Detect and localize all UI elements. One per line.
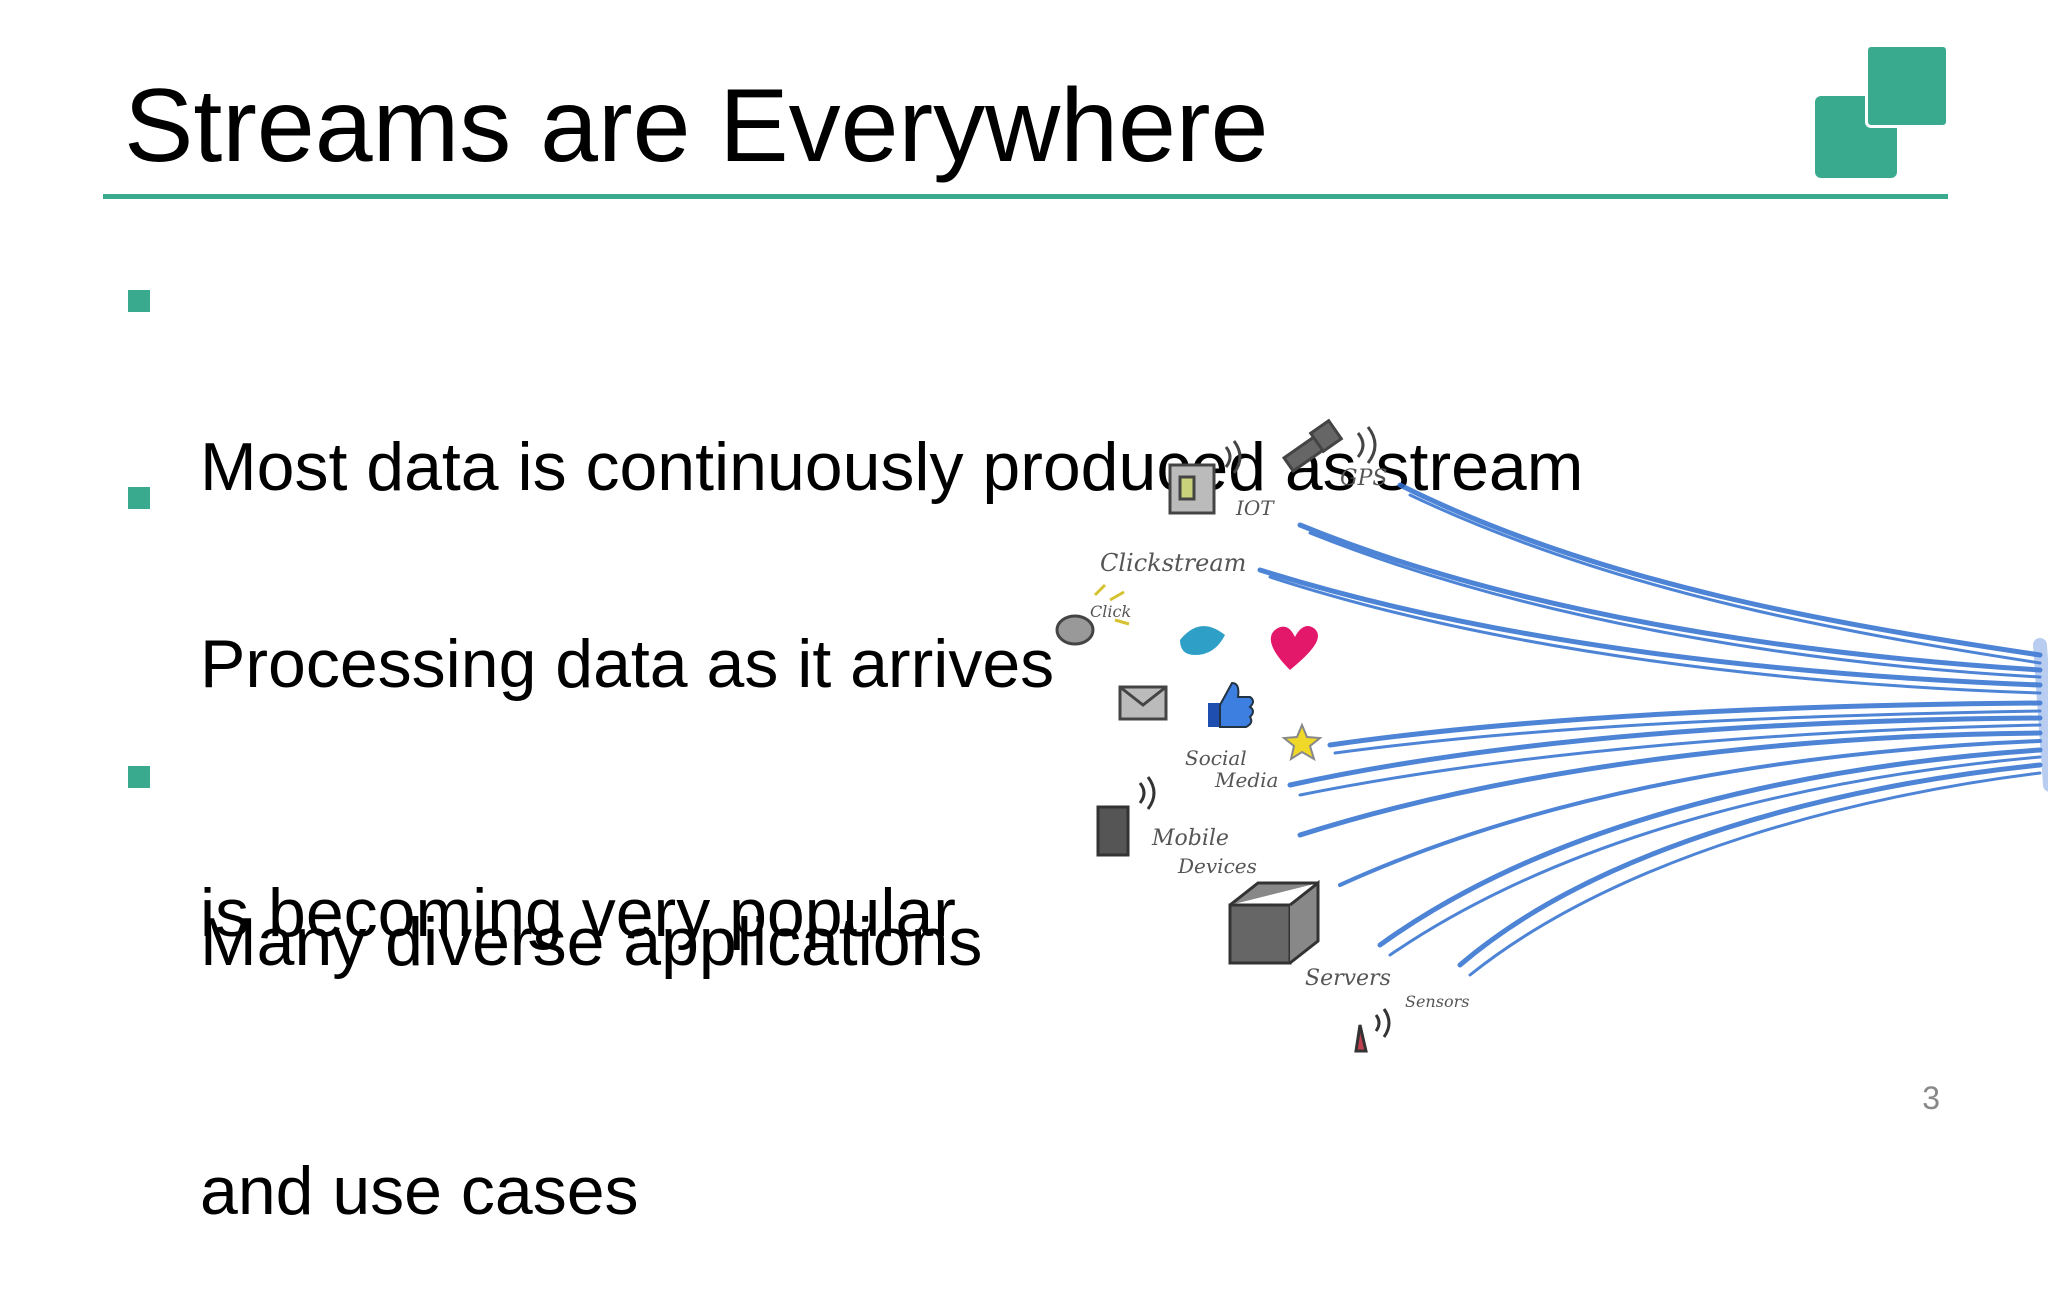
sensor-icon [1354, 1008, 1391, 1053]
bullet-3-line-1: Many diverse applications [200, 904, 983, 980]
envelope-icon [1118, 685, 1168, 721]
bullet-marker [128, 487, 150, 509]
iot-device-icon [1168, 440, 1242, 515]
click-icon [1055, 583, 1130, 646]
click-label: Click [1090, 602, 1131, 621]
twitter-bird-icon [1180, 626, 1225, 655]
logo-square-front [1865, 44, 1949, 128]
streams-illustration: GPS IOT Clickstream Click Social Media M… [1055, 418, 2048, 1053]
bullet-text-3: Many diverse applications and use cases [200, 735, 982, 1316]
clickstream-label: Clickstream [1100, 549, 1246, 577]
sensors-label: Sensors [1405, 992, 1469, 1011]
title-underline [103, 194, 1948, 199]
thumbs-up-icon [1208, 681, 1254, 728]
heart-icon [1270, 626, 1318, 670]
bullet-text-2: Processing data as it arrives is becomin… [200, 457, 1054, 1038]
page-number: 3 [1922, 1080, 1940, 1116]
mobile-device-icon [1096, 776, 1156, 857]
bullet-2-line-2: is becoming very popular [200, 875, 956, 951]
servers-label: Servers [1305, 966, 1391, 991]
iot-label: IOT [1235, 496, 1275, 520]
gps-label: GPS [1340, 466, 1387, 491]
gps-satellite-icon [1281, 418, 1377, 474]
bullet-2-line-1: Processing data as it arrives [200, 626, 1055, 702]
social-media-label-1: Social [1185, 746, 1247, 770]
mobile-devices-label-1: Mobile [1151, 826, 1229, 851]
mobile-devices-label-2: Devices [1177, 854, 1257, 878]
slide-title: Streams are Everywhere [124, 68, 1269, 184]
star-icon [1281, 722, 1323, 762]
bullet-marker [128, 766, 150, 788]
stream-lines [1257, 482, 2048, 977]
logo-icon [1815, 44, 1949, 178]
social-media-label-2: Media [1214, 768, 1278, 792]
bullet-marker [128, 290, 150, 312]
bullet-3-line-2: and use cases [200, 1153, 639, 1229]
server-rack-icon [1228, 879, 1320, 965]
